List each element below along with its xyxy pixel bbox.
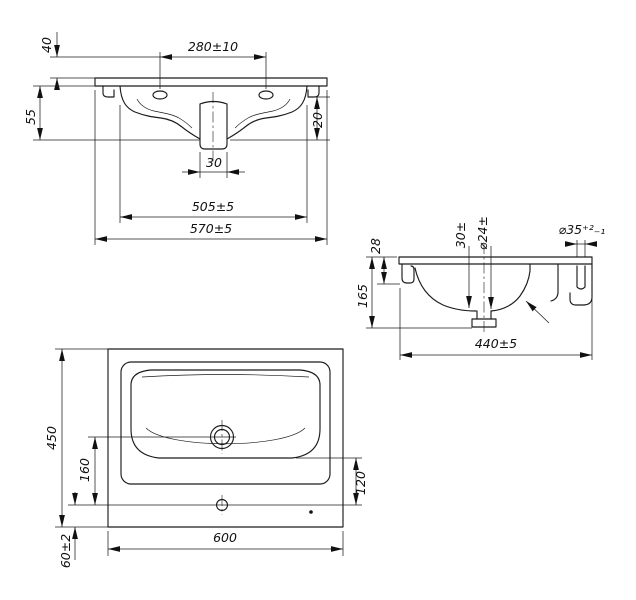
dim-60: 60±2 — [58, 534, 73, 568]
side-faucet-hole-section — [576, 265, 586, 290]
side-drain-trap — [471, 310, 497, 328]
front-view: 280±10 40 55 20 30 505±5 570±5 — [23, 32, 330, 245]
front-drain-column — [199, 100, 228, 140]
dim-d24: ⌀24± — [475, 216, 490, 250]
top-rim-inner-edge — [120, 361, 331, 485]
top-mark-dot — [309, 510, 313, 514]
front-inner-curve-left — [136, 98, 193, 129]
top-bowl-edge — [130, 369, 321, 459]
side-bowl-right — [490, 263, 531, 312]
front-left-bracket — [102, 85, 115, 98]
dim-20: 20 — [310, 112, 325, 128]
dim-505: 505±5 — [192, 199, 234, 214]
top-view: 450 160 120 600 60±2 — [44, 348, 368, 568]
dim-120: 120 — [353, 471, 368, 495]
side-view: 28 165 30± ⌀24± ⌀35⁺²₋₁ 440±5 — [355, 216, 605, 360]
dim-30-tol: 30± — [453, 222, 468, 248]
dim-450: 450 — [44, 426, 59, 450]
front-body-outline — [119, 85, 308, 150]
side-front-hook — [401, 263, 415, 284]
dim-40: 40 — [39, 37, 54, 53]
side-rim — [398, 256, 593, 265]
dim-440: 440±5 — [475, 336, 517, 351]
front-faucet-hole-right — [258, 90, 274, 100]
dim-160: 160 — [77, 458, 92, 482]
side-leader-arrow — [525, 300, 550, 324]
dim-600: 600 — [213, 530, 237, 545]
dim-165: 165 — [355, 284, 370, 308]
dim-280: 280±10 — [188, 39, 238, 54]
front-faucet-hole-left — [152, 90, 168, 100]
side-geometry — [398, 243, 593, 334]
dim-55: 55 — [23, 109, 38, 125]
front-dimensions: 280±10 40 55 20 30 505±5 570±5 — [23, 32, 330, 245]
side-rear-bracket — [569, 263, 593, 306]
dim-30: 30 — [206, 155, 222, 170]
front-right-bracket — [307, 85, 320, 98]
front-rim — [94, 77, 328, 87]
top-dimensions: 450 160 120 600 60±2 — [44, 348, 368, 568]
top-geometry — [107, 348, 344, 528]
front-geometry — [94, 77, 328, 163]
top-back-slope-line — [141, 374, 310, 378]
top-outer-edge — [107, 348, 344, 528]
side-dimensions: 28 165 30± ⌀24± ⌀35⁺²₋₁ 440±5 — [355, 216, 605, 360]
dim-d35: ⌀35⁺²₋₁ — [559, 222, 606, 237]
side-bowl-left — [414, 267, 477, 312]
dim-570: 570±5 — [190, 221, 232, 236]
front-inner-curve-right — [234, 98, 291, 129]
side-back-wall — [550, 263, 559, 302]
dim-28: 28 — [368, 238, 383, 254]
